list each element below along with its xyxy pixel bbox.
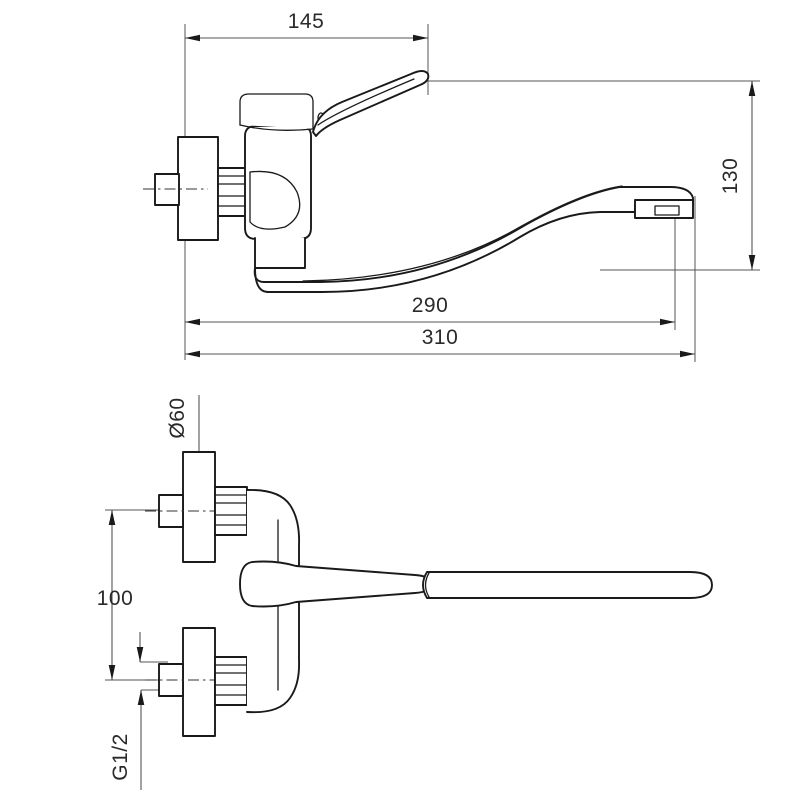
dim-d60-text: Ø60	[166, 397, 189, 438]
spout-arm-neck	[239, 560, 432, 608]
flange-body	[177, 136, 219, 241]
front-view-spout-arm	[239, 560, 713, 608]
mixer-inner-boss	[249, 170, 301, 230]
spout-arm-joint-line	[424, 572, 430, 598]
spout-upper-edge	[302, 185, 623, 282]
lever-handle-inner-edge	[317, 78, 415, 126]
dim-290-arrow-right	[660, 318, 675, 326]
side-view-lever-handle	[312, 70, 430, 137]
dim-130-text: 130	[719, 158, 742, 195]
side-view-extension-lines	[184, 24, 760, 362]
lower-flange-threaded-collar	[214, 656, 248, 706]
dim-145-arrow-left	[185, 34, 200, 42]
spout-outlet-aerator	[634, 199, 694, 219]
side-view-spout	[253, 185, 694, 293]
dimension-130: 130	[719, 81, 756, 270]
dim-145-text: 145	[288, 10, 325, 33]
front-view-lower-flange	[145, 627, 248, 737]
callout-g12-text: G1/2	[109, 733, 132, 781]
front-view-upper-flange	[145, 451, 248, 563]
dimension-145: 145	[185, 10, 428, 42]
lower-collar-body	[214, 656, 248, 706]
side-view-spout-neck	[254, 237, 306, 269]
lower-flange-body	[182, 627, 216, 737]
dim-310-text: 310	[422, 326, 459, 349]
dim-310-arrow-left	[185, 350, 200, 358]
spout-neck-outline	[254, 237, 306, 269]
upper-flange-body	[182, 451, 216, 563]
dim-100-arrow-bottom	[108, 665, 116, 680]
lower-inlet-leader-arrow	[136, 647, 144, 662]
dim-290-arrow-left	[185, 318, 200, 326]
dimension-310: 310	[185, 326, 695, 358]
spout-outline	[253, 186, 694, 293]
mixer-cap-outline	[239, 93, 314, 130]
dim-130-arrow-top	[748, 81, 756, 96]
upper-collar-body	[214, 486, 248, 536]
mixer-cap-base-curve	[239, 124, 314, 131]
side-view-wall-flange	[143, 136, 219, 241]
side-elevation-view: 145 130 290 310	[143, 10, 760, 362]
lever-handle-outline	[312, 70, 430, 137]
callout-g12-thread: G1/2	[109, 689, 168, 790]
front-elevation-view: Ø60 100 G1/2	[97, 395, 713, 790]
side-view-mixer-body	[239, 93, 325, 240]
lower-inlet-leader	[136, 632, 168, 663]
dim-100-text: 100	[97, 587, 134, 610]
upper-flange-threaded-collar	[214, 486, 248, 536]
dim-130-arrow-bottom	[748, 255, 756, 270]
dim-145-arrow-right	[413, 34, 428, 42]
aerator-screen	[654, 205, 680, 216]
dim-100-arrow-top	[108, 510, 116, 525]
spout-arm-body	[422, 571, 713, 599]
dim-290-text: 290	[412, 294, 449, 317]
dim-310-arrow-right	[680, 350, 695, 358]
dimension-290: 290	[185, 294, 675, 326]
g12-leader-arrow	[137, 690, 145, 705]
